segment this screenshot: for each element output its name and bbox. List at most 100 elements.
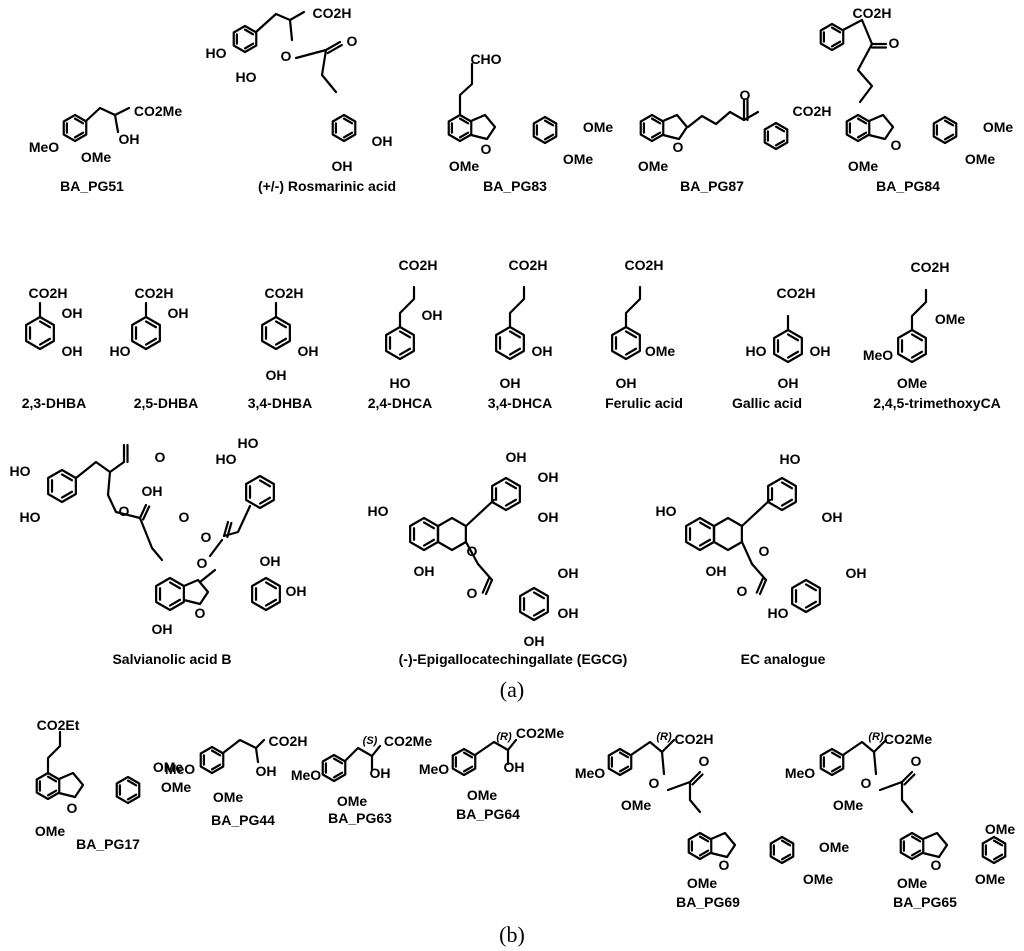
atom-label: HO <box>768 605 789 621</box>
atom-label: MeO <box>419 761 449 777</box>
atom-label: MeO <box>863 347 893 363</box>
bond-line <box>910 835 922 843</box>
bond-line <box>168 598 182 607</box>
bond-line <box>243 28 255 36</box>
bond-line <box>469 113 497 141</box>
panel-label-b: (b) <box>499 922 525 947</box>
atom-label: OH <box>298 343 319 359</box>
atom-label: O <box>481 141 492 157</box>
bond-line <box>168 581 182 590</box>
compound-name: BA_PG64 <box>456 806 520 822</box>
atom-label: OMe <box>803 871 834 887</box>
bond-line <box>462 765 474 773</box>
compound-name: BA_PG63 <box>328 810 392 826</box>
bond-line <box>198 568 217 584</box>
compound-name: BA_PG51 <box>60 178 124 194</box>
bond-line <box>624 347 638 356</box>
bond-line <box>57 771 85 799</box>
bond-line <box>221 738 266 755</box>
bond-line <box>767 476 797 512</box>
bond-line <box>791 578 821 614</box>
bond-line <box>258 496 272 505</box>
atom-label: O <box>699 753 710 769</box>
bond-line <box>780 839 792 847</box>
bond-line <box>508 330 522 339</box>
atom-label: O <box>179 509 190 525</box>
panel-label-a: (a) <box>500 677 524 702</box>
bond-line <box>25 315 55 351</box>
bond-line <box>698 849 710 857</box>
bond-line <box>878 780 914 814</box>
bond-line <box>462 751 474 759</box>
bond-line <box>900 770 914 784</box>
atom-label: OH <box>332 158 353 174</box>
atom-label: CO2H <box>135 285 174 301</box>
bond-line <box>245 474 275 510</box>
atom-label: O <box>740 87 751 103</box>
atom-label: O <box>889 35 900 51</box>
atom-label: O <box>347 33 358 49</box>
bond-line <box>113 113 120 134</box>
bond-line <box>932 115 958 145</box>
bond-line <box>144 337 158 346</box>
bond-line <box>709 831 737 859</box>
bond-line <box>786 333 800 342</box>
bond-line <box>856 131 868 139</box>
atom-label: OMe <box>563 151 594 167</box>
bond-line <box>786 350 800 359</box>
bond-line <box>464 498 496 528</box>
atom-label: OMe <box>897 875 928 891</box>
bond-line <box>650 117 662 125</box>
bond-line <box>943 119 955 127</box>
atom-label: OH <box>142 483 163 499</box>
bond-line <box>773 328 803 364</box>
compound-name: BA_PG69 <box>676 894 740 910</box>
bond-line <box>698 538 712 547</box>
bond-line <box>910 288 928 332</box>
compound-name: EC analogue <box>741 651 826 667</box>
bond-line <box>144 320 158 329</box>
bond-line <box>208 538 224 558</box>
bond-line <box>254 10 306 34</box>
bond-line <box>758 578 768 596</box>
atom-label: OH <box>62 343 83 359</box>
bond-line <box>780 498 794 507</box>
atom-label: CO2H <box>911 259 950 275</box>
atom-label: O <box>197 555 208 571</box>
compound-name: Gallic acid <box>732 395 802 411</box>
bond-line <box>856 42 874 104</box>
atom-label: OMe <box>35 823 66 839</box>
atom-label: OH <box>504 759 525 775</box>
atom-label: O <box>281 48 292 64</box>
bond-line <box>774 139 786 147</box>
atom-label: O <box>737 583 748 599</box>
atom-label: OH <box>524 633 545 649</box>
atom-label: HO <box>216 451 237 467</box>
atom-label: MeO <box>291 767 321 783</box>
bond-line <box>872 750 878 776</box>
atom-label: CO2H <box>777 285 816 301</box>
atom-label: OMe <box>897 375 928 391</box>
atom-label: CO2H <box>269 733 308 749</box>
bond-line <box>903 773 916 786</box>
atom-label: CO2Me <box>516 725 564 741</box>
bond-line <box>458 117 470 125</box>
bond-line <box>210 763 222 771</box>
atom-label: OH <box>778 375 799 391</box>
atom-label: O <box>673 139 684 155</box>
bond-line <box>841 18 874 46</box>
bond-line <box>342 131 354 139</box>
atom-label: HO <box>390 375 411 391</box>
bond-line <box>398 285 416 329</box>
bond-line <box>830 751 842 759</box>
atom-label: OH <box>810 343 831 359</box>
atom-label: HO <box>236 69 257 85</box>
bond-line <box>398 330 412 339</box>
atom-label: OMe <box>935 311 966 327</box>
atom-label: OH <box>706 563 727 579</box>
atom-label: OMe <box>337 793 368 809</box>
bond-line <box>666 780 702 814</box>
atom-label: OH <box>370 765 391 781</box>
atom-label: OMe <box>848 158 879 174</box>
bond-line <box>532 591 546 600</box>
